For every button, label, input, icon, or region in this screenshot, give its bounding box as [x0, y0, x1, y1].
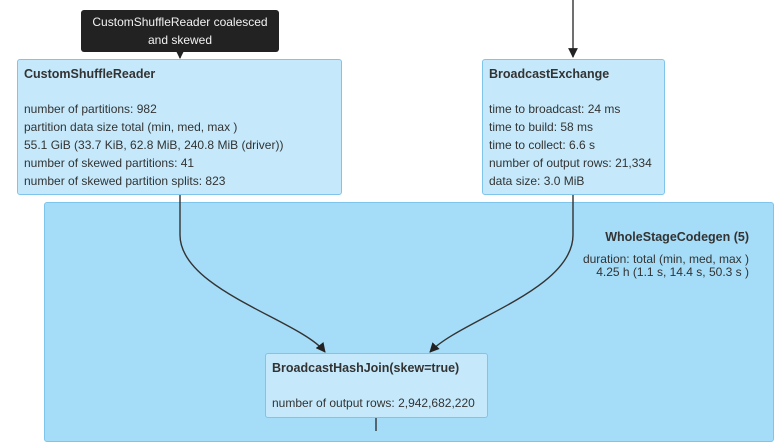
- node-metric: number of output rows: 2,942,682,220: [272, 396, 475, 410]
- cluster-title: WholeStageCodegen (5): [605, 230, 749, 244]
- node-metric: time to build: 58 ms: [489, 120, 594, 134]
- node-metric: data size: 3.0 MiB: [489, 174, 585, 188]
- node-metric: number of output rows: 21,334: [489, 156, 652, 170]
- node-metric: partition data size total (min, med, max…: [24, 120, 238, 134]
- broadcast-hash-join-node[interactable]: BroadcastHashJoin(skew=true) number of o…: [265, 353, 488, 418]
- cluster-duration-metric: duration: total (min, med, max ) 4.25 h …: [583, 253, 749, 279]
- node-title: BroadcastHashJoin(skew=true): [272, 361, 460, 375]
- cluster-duration-value: 4.25 h (1.1 s, 14.4 s, 50.3 s ): [596, 265, 749, 279]
- node-title: CustomShuffleReader: [24, 67, 156, 81]
- node-tooltip: CustomShuffleReader coalesced and skewed: [81, 10, 279, 52]
- node-metric: number of partitions: 982: [24, 102, 157, 116]
- node-metric: number of skewed partition splits: 823: [24, 174, 226, 188]
- custom-shuffle-reader-node[interactable]: CustomShuffleReader number of partitions…: [17, 59, 342, 195]
- node-title: BroadcastExchange: [489, 67, 610, 81]
- node-metric: time to collect: 6.6 s: [489, 138, 596, 152]
- node-metric: time to broadcast: 24 ms: [489, 102, 621, 116]
- broadcast-exchange-node[interactable]: BroadcastExchange time to broadcast: 24 …: [482, 59, 665, 195]
- node-metric: 55.1 GiB (33.7 KiB, 62.8 MiB, 240.8 MiB …: [24, 138, 284, 152]
- cluster-duration-label: duration: total (min, med, max ): [582, 252, 749, 266]
- node-metric: number of skewed partitions: 41: [24, 156, 195, 170]
